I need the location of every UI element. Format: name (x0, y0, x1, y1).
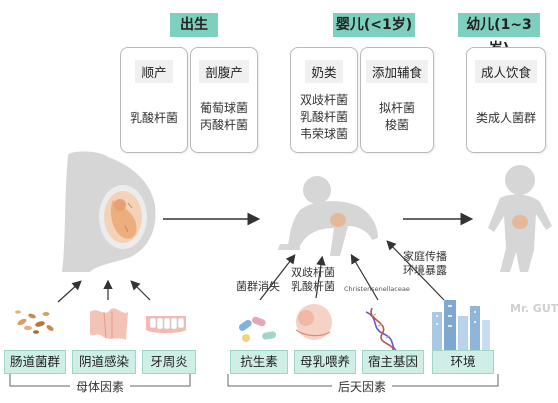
card-adult-diet-line: 类成人菌群 (475, 111, 536, 125)
arrow-gut-flora (57, 280, 82, 303)
arrow-host-genes (350, 253, 379, 301)
card-solid-food-line: 梭菌 (384, 118, 409, 132)
card-natural-birth-line: 乳酸杆菌 (129, 111, 178, 125)
vaginal-tissue-icon (90, 308, 128, 340)
flora-loss-label: 菌群消失 (236, 280, 280, 293)
family-label: 家庭传播 (403, 250, 447, 263)
card-milk-title: 奶类 (305, 60, 343, 83)
card-c-section: 剖腹产 葡萄球菌 丙酸杆菌 (190, 47, 258, 153)
factor-host-genes: 宿主基因 (362, 350, 424, 374)
breastfeeding-icon (295, 304, 332, 340)
teeth-icon (146, 316, 186, 333)
arrow-antibiotics (259, 254, 296, 301)
card-milk: 奶类 双歧杆菌 乳酸杆菌 韦荣球菌 (290, 47, 358, 153)
pills-icon (238, 316, 277, 342)
card-solid-food: 添加辅食 拟杆菌 梭菌 (360, 47, 434, 153)
lacto-label: 乳酸杆菌 (291, 280, 335, 293)
watermark: Mr. GUT (510, 302, 558, 315)
card-milk-line: 双歧杆菌 (299, 93, 348, 107)
arrow-environment (386, 240, 445, 301)
card-milk-line: 乳酸杆菌 (299, 110, 348, 124)
factor-antibiotics: 抗生素 (230, 350, 288, 374)
factor-vaginal-infection: 阴道感染 (72, 350, 136, 374)
card-adult-diet-title: 成人饮食 (474, 60, 537, 83)
stage-birth: 出生 (170, 13, 218, 37)
christensen-label: Christensenellaceae (344, 285, 410, 293)
card-solid-food-line: 拟杆菌 (378, 101, 415, 115)
stage-infant: 婴儿(<1岁) (333, 13, 415, 37)
group-acquired: 后天因素 (332, 378, 393, 395)
factor-periodontitis: 牙周炎 (142, 350, 196, 374)
env-exposure-label: 环境暴露 (403, 264, 447, 277)
card-milk-line: 韦荣球菌 (299, 127, 348, 141)
pregnant-woman-icon (62, 151, 156, 272)
crawling-baby-icon (278, 176, 378, 256)
stage-toddler: 幼儿(1~3岁) (458, 13, 540, 57)
card-natural-birth: 顺产 乳酸杆菌 (120, 47, 188, 153)
card-c-section-line: 丙酸杆菌 (199, 118, 248, 132)
factor-environment: 环境 (432, 350, 494, 374)
card-c-section-title: 剖腹产 (199, 60, 249, 83)
card-solid-food-title: 添加辅食 (365, 60, 428, 83)
card-c-section-line: 葡萄球菌 (199, 101, 248, 115)
bacteria-icon (15, 310, 54, 334)
buildings-icon (432, 300, 490, 352)
group-maternal: 母体因素 (70, 378, 131, 395)
dna-icon (365, 307, 397, 353)
factor-gut-flora: 肠道菌群 (4, 350, 66, 374)
card-adult-diet: 成人饮食 类成人菌群 (466, 47, 546, 153)
card-natural-birth-title: 顺产 (135, 60, 173, 83)
factor-breastfeeding: 母乳喂养 (294, 350, 356, 374)
arrow-breastfeeding (315, 255, 326, 299)
bifido-label: 双歧杆菌 (291, 266, 335, 279)
toddler-icon (488, 165, 552, 272)
arrow-periodontitis (130, 280, 151, 301)
